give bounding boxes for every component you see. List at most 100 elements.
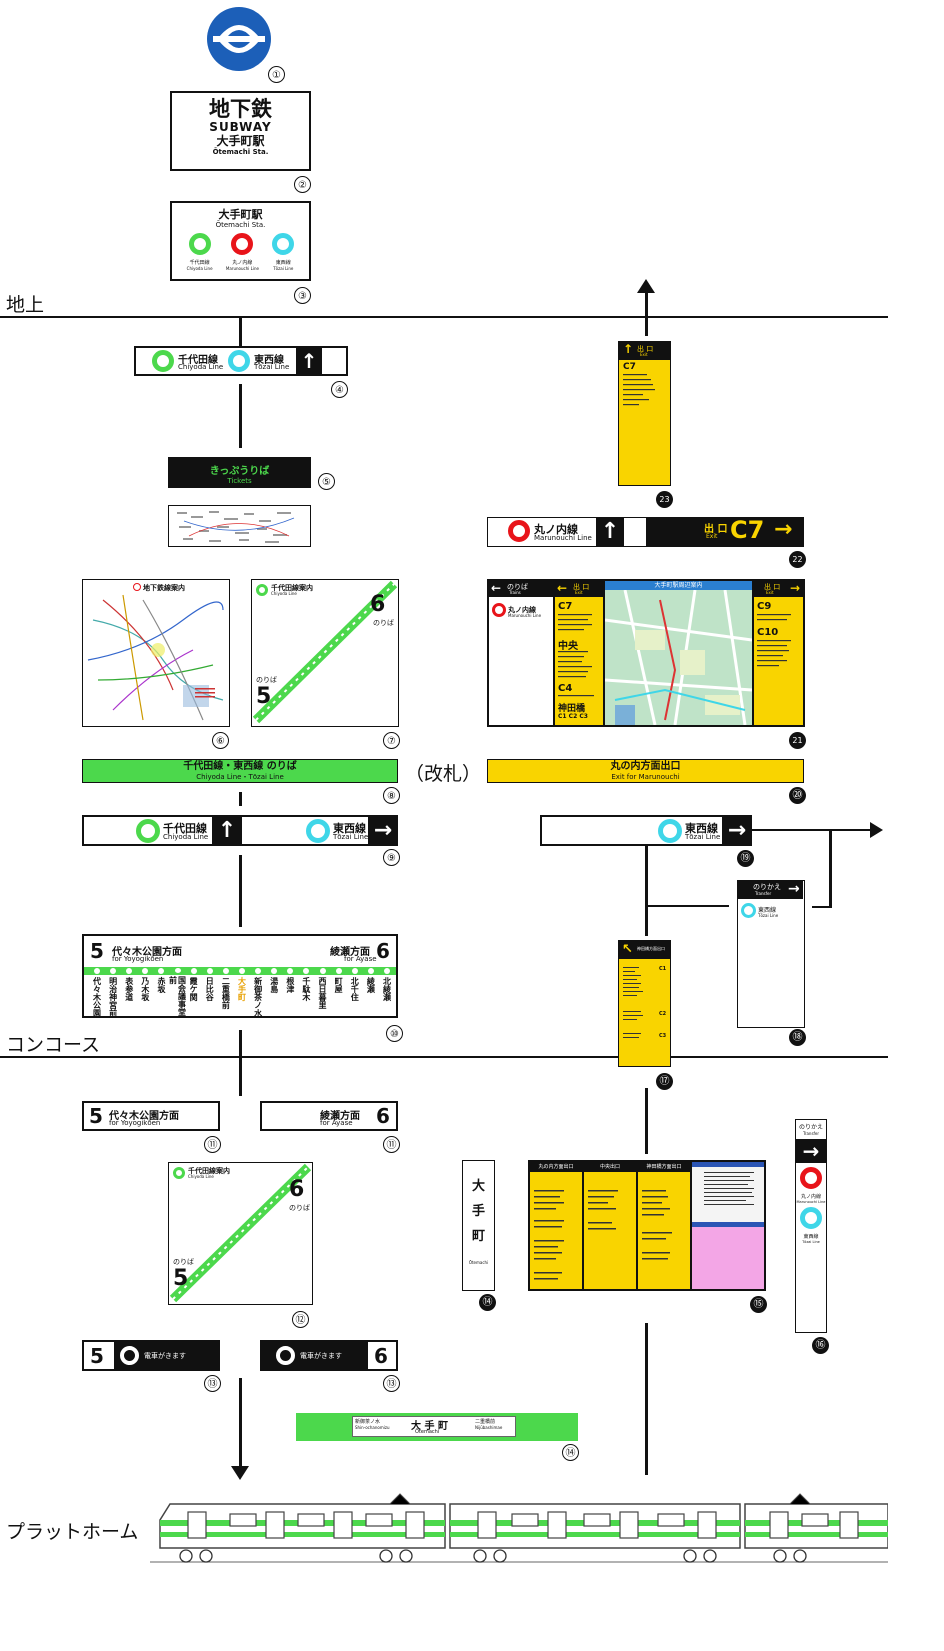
station-column: 北綾瀬 bbox=[380, 967, 394, 1016]
sign-number: ⑤ bbox=[318, 473, 335, 490]
station-jp: 大手町駅 bbox=[216, 134, 265, 148]
prev-station: 新御茶ノ水 bbox=[355, 1419, 381, 1425]
station-jp: 大 手 町 bbox=[411, 1421, 448, 1432]
exit-title: 神田橋方面出口 bbox=[637, 946, 665, 951]
station-column: 町屋 bbox=[332, 967, 346, 1016]
subway-en: SUBWAY bbox=[209, 120, 272, 134]
tozai-line-icon bbox=[306, 819, 330, 843]
next-station-en: Nijūbashimae bbox=[475, 1425, 503, 1430]
line-label: 丸ノ内線 bbox=[232, 260, 253, 266]
sign-number: ⑩ bbox=[386, 1025, 403, 1042]
exit-text-lines bbox=[534, 1172, 754, 1280]
station-name: 湯島 bbox=[269, 977, 279, 993]
train-illustration bbox=[150, 1493, 888, 1563]
tozai-line-icon bbox=[741, 903, 756, 918]
platform-number: 5 bbox=[173, 1266, 189, 1291]
guide-title-en: Chiyoda Line bbox=[271, 591, 297, 596]
station-dot-icon bbox=[303, 968, 310, 974]
panel-title: 中央出口 bbox=[584, 1162, 636, 1172]
sign-number: ① bbox=[268, 66, 285, 83]
trains-en: Trains bbox=[509, 590, 521, 595]
subway-network-map: 地下鉄線案内 bbox=[82, 579, 230, 727]
sign-number: ⑪ bbox=[383, 1136, 400, 1153]
guide-title: 千代田線案内 bbox=[188, 1167, 230, 1175]
station-name: 北千住 bbox=[350, 977, 360, 1001]
platform-entrance-sign: 千代田線・東西線 のりば Chiyoda Line・Tōzai Line bbox=[82, 759, 398, 783]
right-arrow-icon: → bbox=[722, 816, 752, 845]
chiyoda-line-icon bbox=[152, 350, 174, 372]
platform-number: 6 bbox=[376, 939, 390, 963]
station-dot-icon bbox=[190, 968, 197, 974]
panel-title: 丸の内方面出口 bbox=[530, 1162, 582, 1172]
train-approaching-sign-left: 5 電車がきます bbox=[82, 1340, 220, 1371]
map-title: 地下鉄線案内 bbox=[143, 584, 185, 592]
station-column: 霞ケ関 bbox=[187, 967, 201, 1016]
station-name-pillar: 大 手 町 Ōtemachi bbox=[462, 1160, 495, 1291]
line-jp: 東西線 bbox=[685, 822, 718, 835]
exit-code: C7 bbox=[623, 362, 636, 372]
sign-number: ⑧ bbox=[383, 787, 400, 804]
marunouchi-line-icon bbox=[492, 603, 506, 617]
chiyoda-line-guide: 千代田線案内 Chiyoda Line 6 のりば のりば 5 bbox=[251, 579, 399, 727]
exit-sub: C1 C2 C3 bbox=[558, 713, 588, 720]
station-name: 西日暮里 bbox=[318, 977, 328, 1009]
indicator-icon bbox=[276, 1346, 295, 1365]
transfer-pillar-sign: のりかえ Transfer → 丸ノ内線 Marunouchi Line 東西線… bbox=[795, 1119, 827, 1333]
line-label-en: Marunouchi Line bbox=[796, 1200, 826, 1204]
sign-number: ⑦ bbox=[383, 732, 400, 749]
tickets-jp: きっぷうりば bbox=[209, 466, 270, 477]
left-arrow-icon: ← bbox=[491, 581, 502, 595]
exit-text-lines bbox=[623, 967, 643, 1038]
subway-logo-icon bbox=[213, 25, 265, 53]
fare-map-graphic bbox=[177, 511, 295, 543]
platform-number: 5 bbox=[89, 1104, 103, 1128]
area-map: 大手町駅周辺案内 bbox=[605, 581, 752, 725]
transfer-sign: のりかえ Transfer → 東西線 Tōzai Line bbox=[737, 880, 805, 1028]
trains-jp: のりば bbox=[507, 583, 528, 591]
line-label: 東西線 bbox=[275, 260, 291, 266]
station-name: 新御茶ノ水 bbox=[253, 977, 263, 1017]
station-en: Ōtemachi Sta. bbox=[215, 221, 266, 229]
platform-number: 6 bbox=[289, 1177, 305, 1202]
line-en: Marunouchi Line bbox=[534, 534, 592, 542]
line-label: 丸ノ内線 bbox=[800, 1194, 821, 1200]
station-dot-icon bbox=[335, 968, 342, 974]
tickets-en: Tickets bbox=[227, 477, 252, 485]
tickets-sign: きっぷうりば Tickets bbox=[168, 457, 311, 488]
exit-en: Exit bbox=[766, 590, 774, 595]
station-column: 西日暮里 bbox=[316, 967, 330, 1016]
chiyoda-line-icon bbox=[256, 584, 268, 596]
tozai-line-icon bbox=[800, 1207, 822, 1229]
tozai-direction-sign: 東西線 Tōzai Line → bbox=[540, 815, 752, 846]
flow-line bbox=[239, 316, 242, 346]
exit-jp: 出 口 bbox=[764, 583, 781, 591]
station-char: 手 bbox=[471, 1204, 485, 1219]
direction-jp: 綾瀬方面 bbox=[320, 1111, 360, 1122]
exit-text-lines bbox=[558, 614, 594, 697]
exit-code: C4 bbox=[558, 683, 573, 694]
right-arrow-icon: → bbox=[368, 816, 398, 845]
subway-logo bbox=[207, 7, 271, 71]
station-name: 乃木坂 bbox=[140, 977, 150, 1001]
station-dot-icon bbox=[126, 968, 133, 974]
exit-en: Exit bbox=[640, 352, 648, 357]
flow-line bbox=[239, 792, 242, 806]
station-name: 日比谷 bbox=[205, 977, 215, 1001]
subway-jp: 地下鉄 bbox=[209, 97, 272, 121]
platform-number: 6 bbox=[374, 1344, 388, 1368]
up-arrow-icon: ↑ bbox=[296, 347, 322, 375]
platform-label: のりば bbox=[256, 676, 277, 684]
station-dot-icon bbox=[351, 968, 358, 974]
sign-number: ⑫ bbox=[292, 1311, 309, 1328]
line-label-en: Tōzai Line bbox=[802, 1240, 820, 1244]
station-name: 町屋 bbox=[334, 977, 344, 993]
right-arrow-icon bbox=[870, 822, 883, 838]
chiyoda-line-icon bbox=[188, 233, 211, 255]
sign-number: ⑱ bbox=[789, 1029, 806, 1046]
platform-station-list: 5 代々木公園方面 for Yoyogikōen 綾瀬方面 for Ayase … bbox=[82, 934, 398, 1018]
line-label-en: Tōzai Line bbox=[273, 266, 294, 271]
station-name: 千駄木 bbox=[301, 977, 311, 1001]
exit-code: C1 bbox=[659, 966, 667, 972]
up-left-arrow-icon: ↖ bbox=[622, 942, 633, 957]
guide-title: 千代田線案内 bbox=[271, 584, 313, 592]
